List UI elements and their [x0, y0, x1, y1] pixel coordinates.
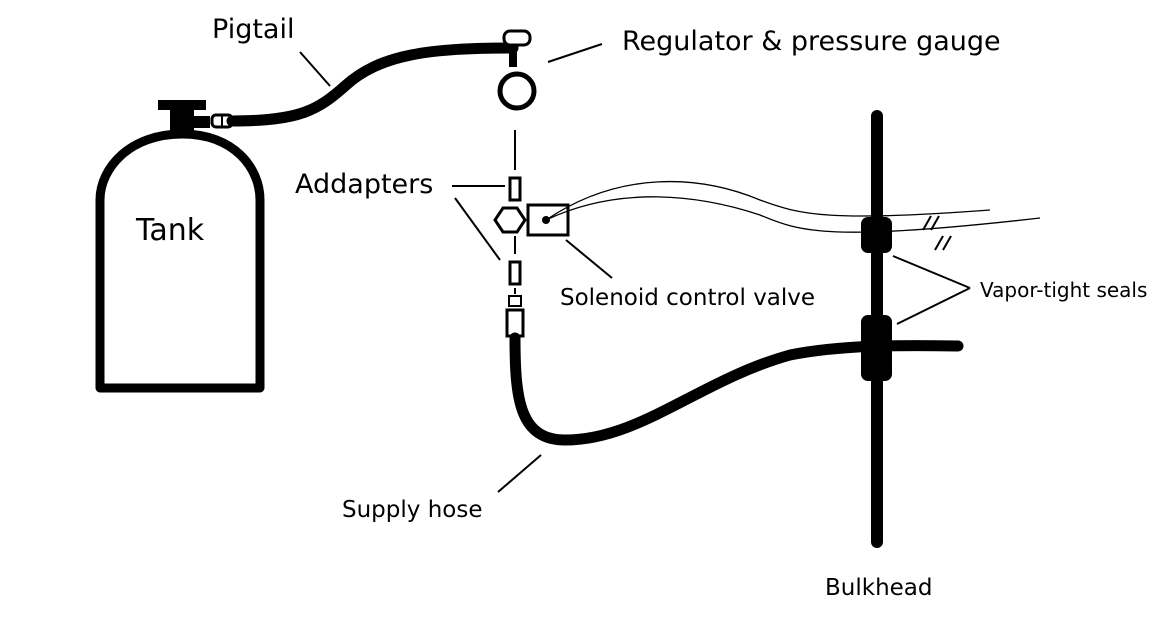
adapters-leader-lower — [454, 197, 501, 261]
vapor-seal-leader-lower — [896, 287, 971, 325]
vapor-seals-label: Vapor-tight seals — [980, 278, 1147, 302]
pressure-gauge — [497, 71, 537, 111]
tank — [95, 100, 265, 393]
solenoid-leader — [565, 239, 613, 279]
regulator-body — [509, 45, 517, 67]
solenoid-wire-upper — [545, 180, 991, 221]
hose-fitting — [505, 308, 525, 338]
adapters-label: Addapters — [295, 169, 433, 200]
solenoid-wire-lower — [545, 196, 1041, 233]
pigtail-label: Pigtail — [212, 14, 294, 45]
adapter-lower — [508, 260, 522, 286]
tank-valve-outlet — [192, 116, 210, 128]
wire-break-lower — [934, 235, 952, 251]
regulator-label: Regulator & pressure gauge — [622, 26, 1001, 57]
regulator — [497, 29, 537, 111]
adapter-upper — [508, 176, 522, 202]
vapor-seal-upper — [861, 217, 892, 253]
regulator-leader — [547, 43, 603, 63]
tank-valve-stem — [170, 106, 194, 132]
supply-hose-leader — [497, 454, 542, 493]
solenoid-hex-fitting — [493, 206, 527, 234]
pigtail-leader — [299, 51, 331, 87]
vapor-seal-leader-upper — [892, 255, 971, 289]
tank-label: Tank — [135, 213, 205, 248]
bulkhead-label: Bulkhead — [825, 575, 933, 601]
supply-hose-label: Supply hose — [342, 497, 482, 523]
solenoid-label: Solenoid control valve — [560, 285, 815, 311]
regulator-knob — [502, 29, 532, 47]
pigtail-hose — [226, 42, 519, 127]
hose-fitting-small — [508, 295, 522, 307]
wire-break-upper — [922, 215, 940, 231]
tank-valve-cap — [158, 100, 206, 110]
vapor-seal-lower — [861, 315, 892, 381]
tank-body — [95, 129, 265, 393]
